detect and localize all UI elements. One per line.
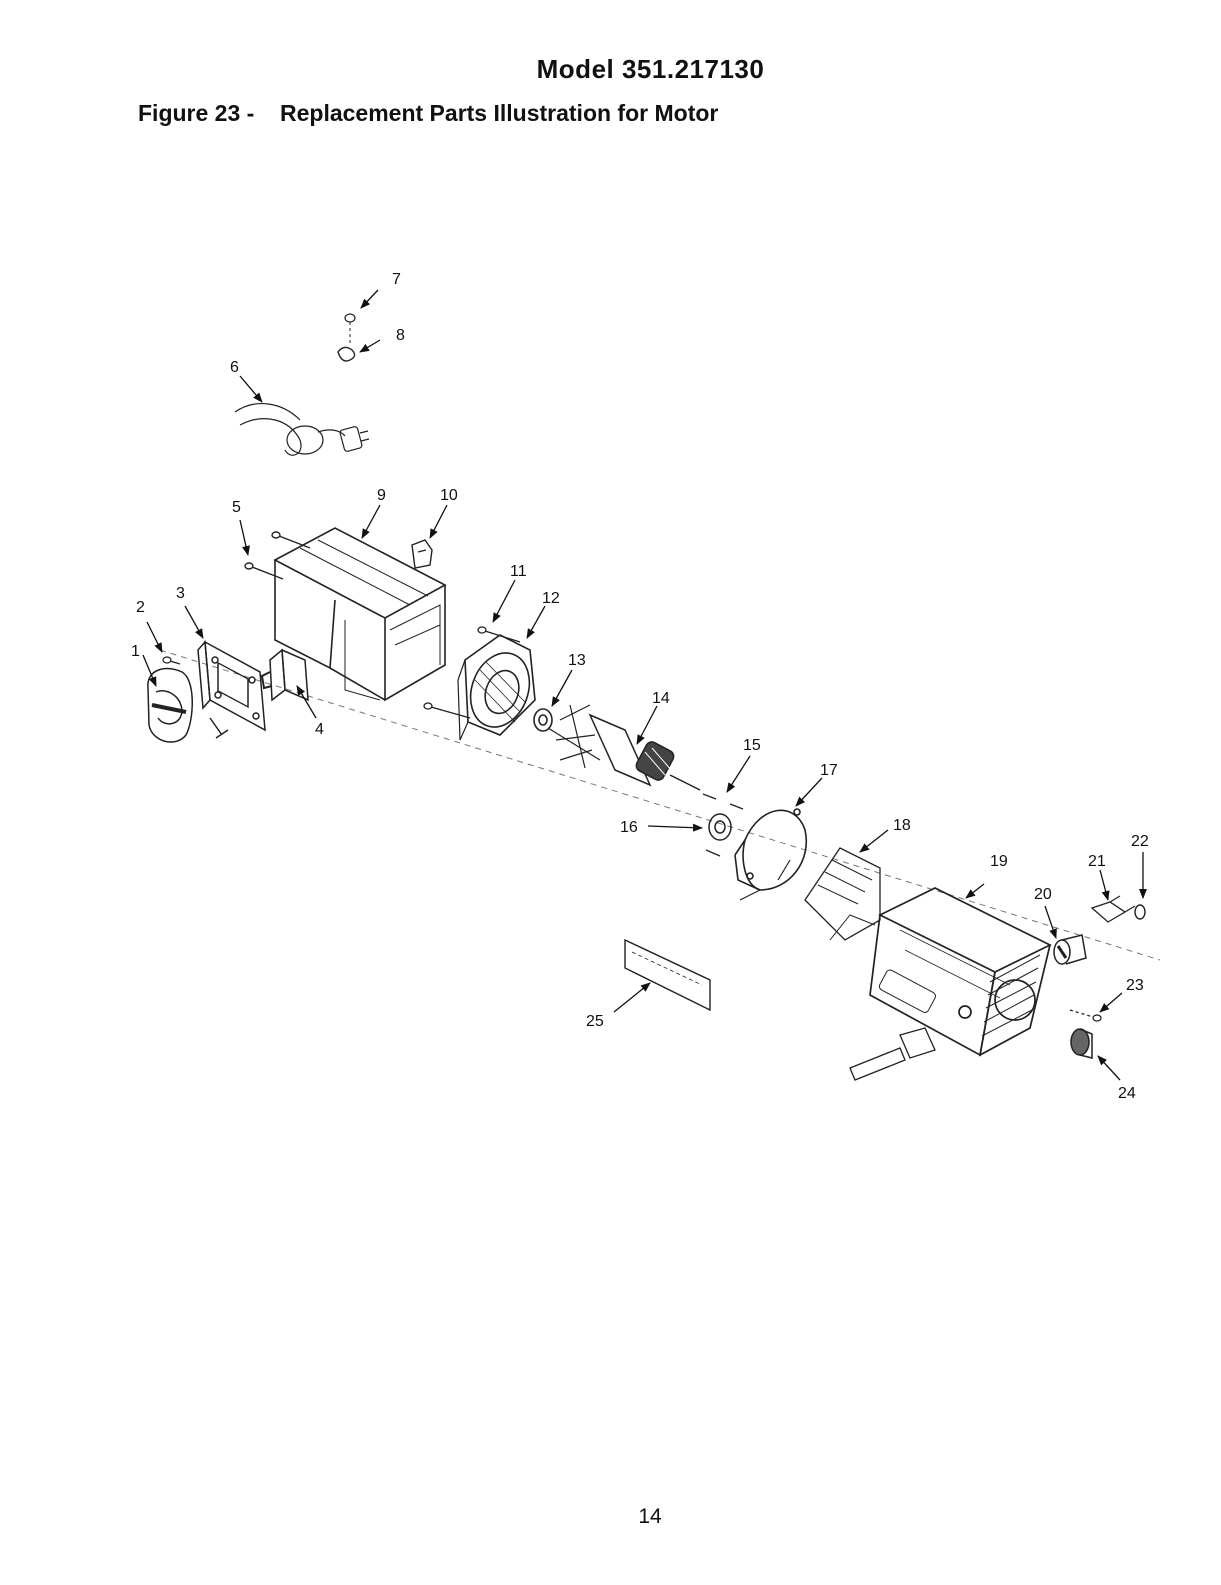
leader-23 [1100,993,1122,1012]
part-9-motor-housing [275,528,445,700]
callout-1: 1 [131,643,140,660]
callout-5: 5 [232,499,241,516]
callout-17: 17 [820,762,838,779]
leader-arrows [143,290,1143,1080]
callout-3: 3 [176,585,185,602]
callout-21: 21 [1088,853,1106,870]
part-21-bracket [1092,896,1135,922]
leader-11 [493,580,515,622]
callout-25: 25 [586,1013,604,1030]
leader-9 [362,505,380,538]
callout-24: 24 [1118,1085,1136,1102]
leader-3 [185,606,203,638]
part-16-bearing [709,814,731,840]
leader-16 [648,826,702,828]
part-1-switch-cover [148,669,192,743]
part-10-clip [412,540,432,568]
leader-6 [240,376,262,402]
part-5-screws [245,532,310,579]
leader-18 [860,830,888,852]
leader-21 [1100,870,1108,900]
leader-8 [360,340,380,352]
callout-7: 7 [392,271,401,288]
leader-5 [240,520,248,555]
part-8-clip [338,347,355,361]
callout-6: 6 [230,359,239,376]
callout-12: 12 [542,590,560,607]
callout-4: 4 [315,721,324,738]
part-20-capacitor [1054,935,1086,964]
leader-14 [637,706,657,744]
part-7-screw [345,314,355,345]
callout-23: 23 [1126,977,1144,994]
callout-14: 14 [652,690,670,707]
leader-24 [1098,1056,1120,1080]
callout-15: 15 [743,737,761,754]
page-number: 14 [0,1505,1221,1529]
part-18-stator [805,848,880,940]
leader-20 [1045,906,1056,938]
part-22-ring [1135,905,1145,919]
leader-15 [727,756,750,792]
callout-13: 13 [568,652,586,669]
leader-4 [297,686,316,718]
part-19-motor-body [870,888,1050,1055]
part-2-screw [163,657,180,664]
callout-18: 18 [893,817,911,834]
callout-8: 8 [396,327,405,344]
part-24-knob [1071,1029,1092,1058]
shaft-assembly-detail [850,1028,935,1080]
leader-17 [796,778,822,806]
part-12-front-end-bell [458,635,539,740]
leader-10 [430,505,447,538]
leader-13 [552,670,572,706]
part-6-power-cord [235,404,369,456]
leader-25 [614,983,650,1012]
callout-2: 2 [136,599,145,616]
part-13-washer [534,709,552,731]
part-17-rear-end-bell [735,809,806,900]
part-25-label-plate [625,940,710,1010]
leader-2 [147,622,162,652]
part-23-screw [1070,1010,1101,1021]
leader-19 [966,884,984,898]
part-3-switch-box [198,642,265,738]
callout-20: 20 [1034,886,1052,903]
callout-22: 22 [1131,833,1149,850]
callout-11: 11 [510,563,527,580]
leader-12 [527,606,545,638]
callout-16: 16 [620,819,638,836]
callout-19: 19 [990,853,1008,870]
callout-10: 10 [440,487,458,504]
leader-7 [361,290,378,308]
leader-1 [143,655,156,686]
callout-9: 9 [377,487,386,504]
